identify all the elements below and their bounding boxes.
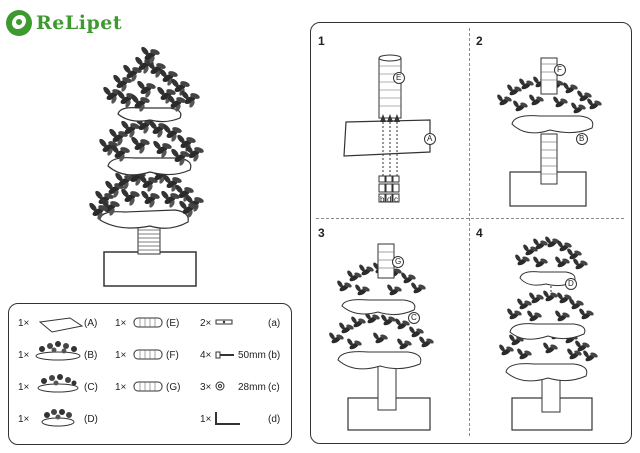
part-c-small-qty: 3× — [200, 382, 212, 393]
part-e-qty: 1× — [115, 318, 127, 329]
step-1-hw-c: c — [394, 195, 398, 204]
step-divider-horizontal — [316, 218, 624, 219]
step-1-tag-a: A — [427, 134, 433, 143]
step-2-tag-b: B — [579, 134, 585, 143]
part-b-qty: 1× — [18, 350, 30, 361]
part-c-small-size: 28mm — [238, 382, 266, 393]
step-1-hw-d: d — [387, 195, 392, 204]
assembly-steps-panel — [310, 22, 632, 444]
part-d-small-qty: 1× — [200, 414, 212, 425]
step-1-number: 1 — [318, 34, 325, 48]
connector-icon — [215, 319, 233, 325]
parts-list-panel — [8, 303, 292, 445]
part-f-label: (F) — [166, 350, 179, 361]
part-g-label: (G) — [166, 382, 181, 393]
part-a-qty: 1× — [18, 318, 30, 329]
part-f-qty: 1× — [115, 350, 127, 361]
screw-icon — [215, 351, 234, 359]
medium-leaf-platform-icon — [37, 374, 79, 393]
brand-logo: ReLipet — [6, 10, 122, 36]
part-b-small-label: (b) — [268, 350, 281, 361]
part-a-label: (A) — [84, 318, 98, 329]
part-a-small-label: (a) — [268, 318, 281, 329]
washer-icon — [215, 381, 225, 391]
large-leaf-platform-icon — [35, 341, 81, 361]
small-leaf-platform-icon — [41, 409, 75, 427]
step-3-tag-g: G — [395, 257, 402, 266]
leaf-logo-icon — [6, 10, 32, 36]
step-3-tag-c: C — [411, 313, 417, 322]
step-4-number: 4 — [476, 226, 483, 240]
part-d-label: (D) — [84, 414, 98, 425]
part-b-label: (B) — [84, 350, 98, 361]
step-2-number: 2 — [476, 34, 483, 48]
part-b-small-size: 50mm — [238, 350, 266, 361]
part-g-qty: 1× — [115, 382, 127, 393]
part-c-small-label: (c) — [268, 382, 280, 393]
step-3-number: 3 — [318, 226, 325, 240]
part-c-qty: 1× — [18, 382, 30, 393]
part-d-qty: 1× — [18, 414, 30, 425]
step-2-tag-f: F — [557, 65, 562, 74]
part-b-small-qty: 4× — [200, 350, 212, 361]
part-d-small-label: (d) — [268, 414, 281, 425]
step-1-hw-b: b — [380, 195, 385, 204]
part-e-label: (E) — [166, 318, 180, 329]
brand-name: ReLipet — [36, 12, 123, 34]
allen-key-icon — [215, 412, 240, 425]
part-a-small-qty: 2× — [200, 318, 212, 329]
step-divider-vertical — [469, 28, 470, 436]
step-4-tag-d: D — [568, 279, 574, 288]
step-1-tag-e: E — [396, 73, 402, 82]
part-c-label: (C) — [84, 382, 98, 393]
